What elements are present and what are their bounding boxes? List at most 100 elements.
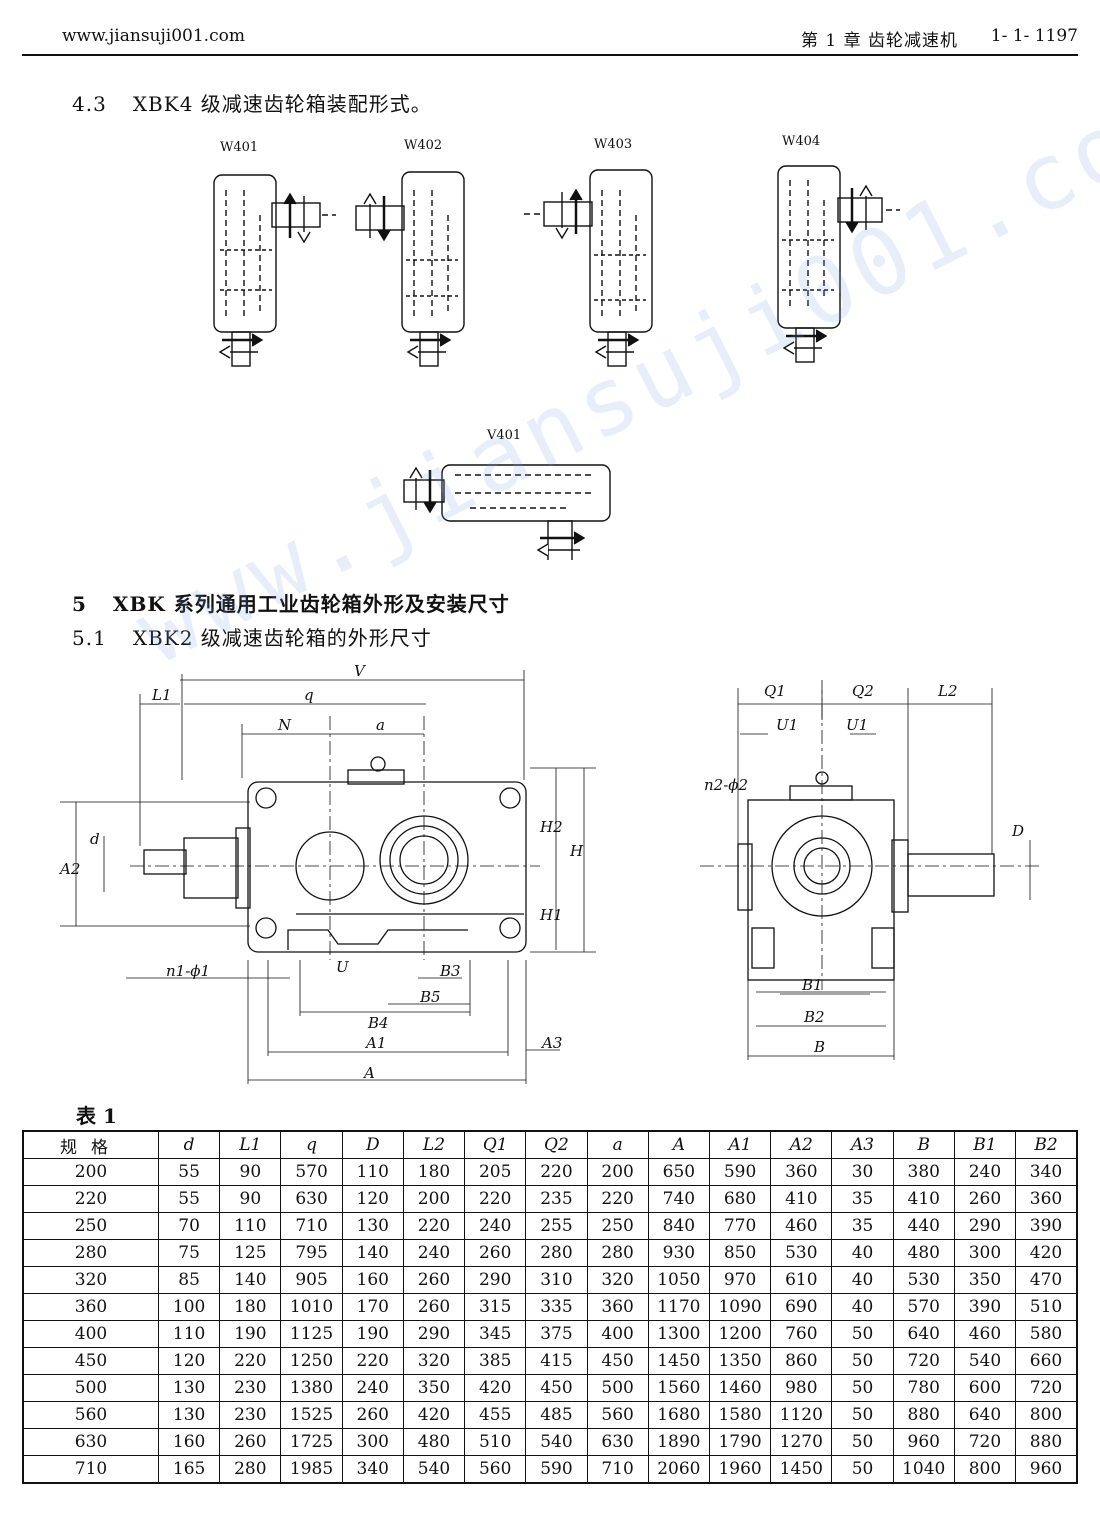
table-cell: 630 [586,1428,649,1456]
table-header-cell: Q1 [464,1130,527,1159]
section-5-heading: 5 XBK 系列通用工业齿轮箱外形及安装尺寸 [72,588,510,617]
table-cell: 840 [647,1212,710,1240]
table-cell: 310 [525,1266,588,1294]
table-cell: 320 [402,1347,466,1375]
table-cell: 390 [1015,1212,1078,1240]
dim-label: B5 [419,988,441,1006]
table-cell: 170 [341,1293,404,1321]
table-header-cell: A1 [708,1130,772,1159]
table-cell: 640 [953,1401,1017,1429]
table-cell: 240 [402,1239,466,1267]
table-cell: 190 [341,1320,404,1348]
table-cell: 360 [770,1158,833,1186]
table-cell: 220 [464,1185,527,1213]
dim-label: a [376,716,385,734]
table-cell: 360 [1015,1185,1078,1213]
page-number: 1- 1- 1197 [990,26,1078,46]
table-header-cell: B2 [1015,1130,1078,1159]
w402-sketch [355,171,465,367]
table-cell: 345 [464,1320,527,1348]
table-header-cell: A3 [831,1130,894,1159]
table-cell: 770 [708,1212,772,1240]
table-cell: 220 [586,1185,649,1213]
dim-label: B2 [803,1008,825,1026]
table-header-cell: a [586,1130,649,1159]
table-cell: 740 [647,1185,710,1213]
w404-sketch [777,165,900,363]
dim-label: U [336,958,350,976]
table-cell: 165 [157,1455,221,1484]
table-cell: 440 [892,1212,955,1240]
table-cell: 290 [402,1320,466,1348]
table-header-cell: A [647,1130,710,1159]
table-cell: 500 [22,1374,159,1402]
table-cell: 960 [1015,1455,1078,1484]
table-cell: 500 [586,1374,649,1402]
section-number: 5 [72,592,87,616]
table-cell: 1270 [770,1428,833,1456]
table-cell: 110 [157,1320,221,1348]
table-cell: 110 [219,1212,282,1240]
table-cell: 1960 [708,1455,772,1484]
table-cell: 1460 [708,1374,772,1402]
table-cell: 580 [1015,1320,1078,1348]
table-cell: 50 [831,1347,894,1375]
table-cell: 480 [402,1428,466,1456]
table-cell: 130 [157,1401,221,1429]
table-cell: 1680 [647,1401,710,1429]
table-cell: 180 [402,1158,466,1186]
table-cell: 760 [770,1320,833,1348]
dim-label: B [813,1038,825,1056]
form-label-w403: W403 [594,137,633,152]
table-cell: 280 [22,1239,159,1267]
site-url: www.jiansuji001.com [62,26,245,46]
table-cell: 240 [464,1212,527,1240]
table-cell: 720 [892,1347,955,1375]
table-cell: 880 [1015,1428,1078,1456]
table-cell: 350 [953,1266,1017,1294]
dimension-drawing: V L1 q N a d A2 H2 H H1 U n1-ϕ1 B3 B5 B4… [58,662,1040,1084]
table-cell: 130 [341,1212,404,1240]
table-cell: 530 [892,1266,955,1294]
dim-label: V [354,662,367,680]
table-cell: 180 [219,1293,282,1321]
table-cell: 340 [1015,1158,1078,1186]
table-cell: 400 [586,1320,649,1348]
table-cell: 570 [280,1158,343,1186]
table-cell: 110 [341,1158,404,1186]
table-cell: 960 [892,1428,955,1456]
table-cell: 510 [1015,1293,1078,1321]
table-cell: 220 [525,1158,588,1186]
section-number: 4.3 [72,92,107,116]
table-cell: 410 [770,1185,833,1213]
table-cell: 300 [341,1428,404,1456]
table-cell: 460 [770,1212,833,1240]
table-cell: 1380 [280,1374,343,1402]
table-cell: 30 [831,1158,894,1186]
table-cell: 480 [892,1239,955,1267]
table-cell: 90 [219,1158,282,1186]
table-cell: 1010 [280,1293,343,1321]
table-cell: 1525 [280,1401,343,1429]
dim-label: Q2 [852,682,874,700]
table-cell: 800 [1015,1401,1078,1429]
section-title: XBK 系列通用工业齿轮箱外形及安装尺寸 [112,592,510,616]
table-cell: 795 [280,1239,343,1267]
w401-sketch [213,174,336,367]
table-cell: 1450 [770,1455,833,1484]
dim-label: A2 [58,860,80,878]
table-cell: 190 [219,1320,282,1348]
table-cell: 50 [831,1374,894,1402]
table-cell: 280 [586,1239,649,1267]
table-cell: 470 [1015,1266,1078,1294]
table-cell: 420 [1015,1239,1078,1267]
table-cell: 780 [892,1374,955,1402]
